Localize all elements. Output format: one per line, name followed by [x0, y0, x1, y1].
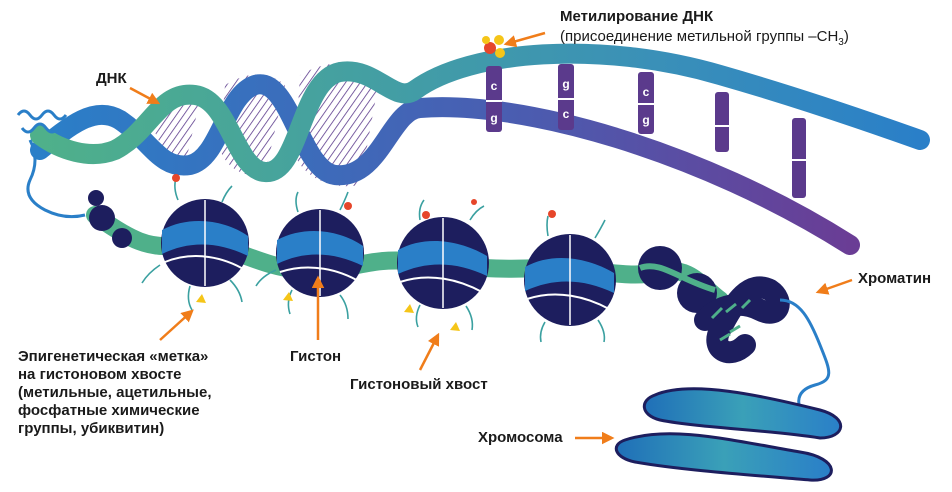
- dna-strand-upper: [30, 43, 930, 182]
- methylation-subtitle: (присоединение метильной группы –CH3): [560, 28, 849, 48]
- histone-tail-arrow: [418, 332, 440, 371]
- base-pair: c g: [486, 66, 502, 132]
- small-bead: [89, 205, 115, 231]
- nucleosome: [397, 217, 489, 309]
- methyl-group-icon: [482, 35, 505, 58]
- small-bead: [88, 190, 104, 206]
- base-bottom-label: g: [490, 111, 497, 125]
- dna-label: ДНК: [96, 70, 127, 87]
- chromatin-thread: [779, 298, 831, 421]
- base-bottom-label: g: [642, 113, 649, 127]
- nucleosome: [276, 209, 364, 297]
- base-pair: [715, 92, 729, 152]
- dna-coil-left: [16, 109, 86, 219]
- condensed-chromatin: [694, 276, 790, 364]
- histone-marks: [172, 174, 556, 331]
- arrow-icon: [129, 31, 853, 445]
- small-bead: [112, 228, 132, 248]
- nucleosome-small: [638, 246, 717, 313]
- histone-label: Гистон: [290, 348, 342, 365]
- histone-tail-label: Гистоновый хвост: [350, 376, 488, 393]
- methylation-title: Метилирование ДНК: [560, 8, 714, 25]
- dna-arrow: [129, 86, 161, 105]
- base-pair: c g: [638, 72, 654, 134]
- base-top-label: c: [491, 79, 498, 93]
- base-top-label: g: [562, 77, 569, 91]
- base-pair: [792, 118, 806, 198]
- chromatin-label: Хроматин: [858, 270, 932, 287]
- chromatin-arrow: [815, 278, 853, 295]
- base-pairs: c g g c c g: [486, 64, 806, 198]
- base-pair: g c: [558, 64, 574, 130]
- chromosome-label: Хромосома: [478, 429, 563, 446]
- methylation-arrow: [503, 31, 546, 48]
- epigenetic-mark-arrow: [159, 309, 194, 341]
- chromosome-shape: [614, 387, 843, 482]
- base-top-label: c: [643, 85, 650, 99]
- dna-helix: [30, 43, 930, 255]
- epigenetic-mark-label: Эпигенетическая «метка» на гистоновом хв…: [18, 348, 212, 437]
- nucleosome: [161, 199, 249, 287]
- nucleosome: [524, 234, 616, 326]
- histone-tails: [141, 177, 606, 343]
- base-bottom-label: c: [563, 107, 570, 121]
